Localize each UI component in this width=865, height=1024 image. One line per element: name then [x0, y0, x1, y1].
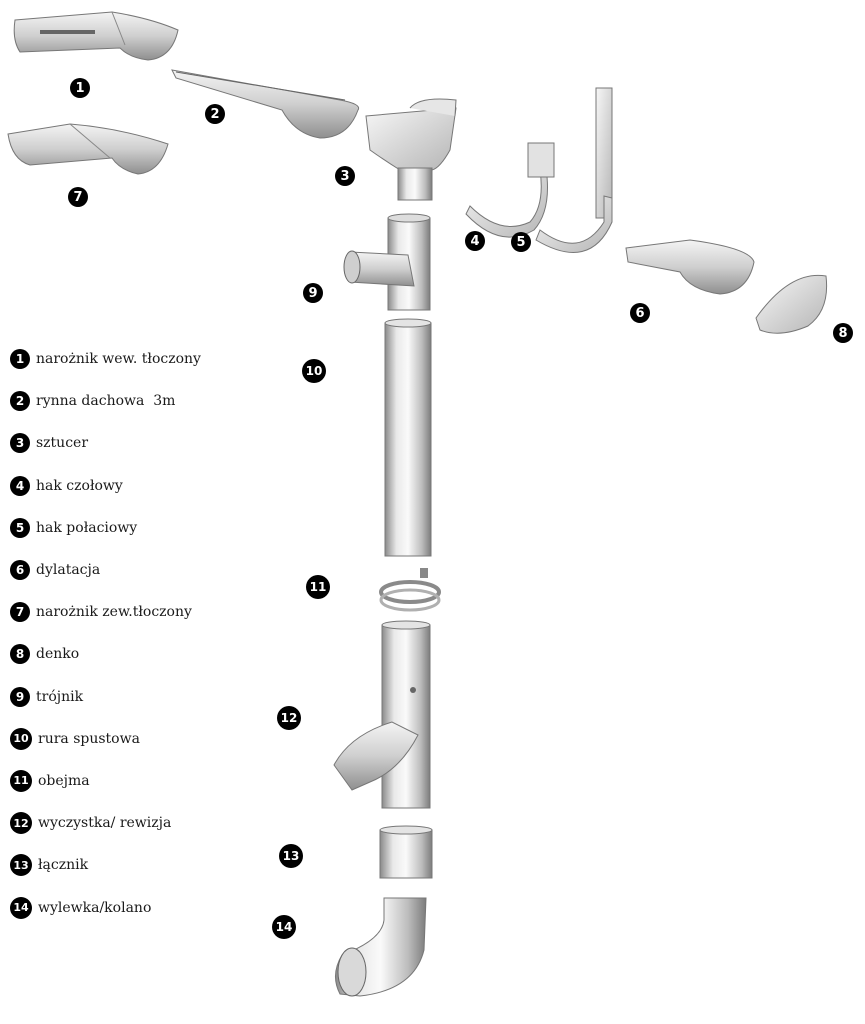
parts-legend: 1 narożnik wew. tłoczony 2 rynna dachowa 3…: [10, 338, 270, 929]
legend-item: 1 narożnik wew. tłoczony: [10, 338, 270, 380]
part-outer-corner: [7, 123, 169, 175]
badge-13: 13: [279, 844, 303, 868]
legend-number: 7: [10, 602, 30, 623]
legend-label: hak czołowy: [36, 477, 123, 494]
badge-14: 14: [272, 915, 296, 939]
legend-label: dylatacja: [36, 562, 101, 579]
part-front-hook: [465, 142, 555, 238]
legend-item: 7 narożnik zew.tłoczony: [10, 591, 270, 633]
badge-5: 5: [511, 232, 531, 252]
part-inner-corner: [13, 11, 179, 61]
legend-number: 10: [10, 727, 32, 750]
legend-number: 8: [10, 644, 30, 665]
legend-item: 2 rynna dachowa 3m: [10, 380, 270, 422]
legend-number: 2: [10, 391, 30, 412]
legend-item: 5 hak połaciowy: [10, 507, 270, 549]
legend-label: rura spustowa: [38, 730, 140, 747]
badge-11: 11: [306, 575, 330, 599]
legend-label: wylewka/kolano: [38, 899, 152, 916]
legend-number: 6: [10, 560, 30, 581]
legend-number: 11: [10, 769, 32, 792]
legend-label: trójnik: [36, 688, 84, 705]
legend-number: 12: [10, 812, 32, 835]
part-outlet: [365, 98, 457, 201]
legend-label: wyczystka/ rewizja: [38, 815, 172, 832]
legend-label: narożnik zew.tłoczony: [36, 604, 192, 621]
badge-8: 8: [833, 323, 853, 343]
badge-1: 1: [70, 78, 90, 98]
part-inspection: [333, 620, 431, 809]
legend-number: 9: [10, 686, 30, 707]
legend-label: obejma: [38, 772, 90, 789]
legend-number: 3: [10, 433, 30, 454]
legend-label: sztucer: [36, 435, 89, 452]
badge-7: 7: [68, 187, 88, 207]
legend-item: 3 sztucer: [10, 422, 270, 464]
part-downpipe: [384, 318, 432, 557]
legend-item: 12 wyczystka/ rewizja: [10, 802, 270, 844]
badge-4: 4: [465, 231, 485, 251]
badge-2: 2: [205, 104, 225, 124]
part-elbow: [335, 897, 427, 997]
legend-item: 11 obejma: [10, 760, 270, 802]
legend-number: 1: [10, 349, 30, 370]
legend-number: 14: [10, 896, 32, 919]
legend-item: 10 rura spustowa: [10, 718, 270, 760]
badge-12: 12: [277, 706, 301, 730]
legend-number: 5: [10, 517, 30, 538]
legend-label: rynna dachowa 3m: [36, 393, 176, 410]
legend-label: narożnik wew. tłoczony: [36, 351, 201, 368]
part-tee: [343, 213, 431, 311]
badge-6: 6: [630, 303, 650, 323]
badge-9: 9: [303, 283, 323, 303]
part-clamp: [379, 568, 441, 612]
badge-10: 10: [302, 359, 326, 383]
legend-number: 13: [10, 854, 32, 877]
part-end-cap: [755, 274, 828, 334]
part-connector: [379, 825, 433, 879]
legend-item: 9 trójnik: [10, 676, 270, 718]
legend-item: 8 denko: [10, 633, 270, 675]
badge-3: 3: [335, 166, 355, 186]
legend-item: 4 hak czołowy: [10, 465, 270, 507]
legend-item: 13 łącznik: [10, 844, 270, 886]
legend-label: hak połaciowy: [36, 519, 138, 536]
legend-label: denko: [36, 646, 80, 663]
legend-number: 4: [10, 475, 30, 496]
legend-item: 6 dylatacja: [10, 549, 270, 591]
part-rafter-hook: [535, 87, 613, 253]
legend-item: 14 wylewka/kolano: [10, 886, 270, 928]
legend-label: łącznik: [38, 857, 89, 874]
part-expansion-joint: [625, 239, 755, 295]
part-gutter: [171, 69, 360, 139]
